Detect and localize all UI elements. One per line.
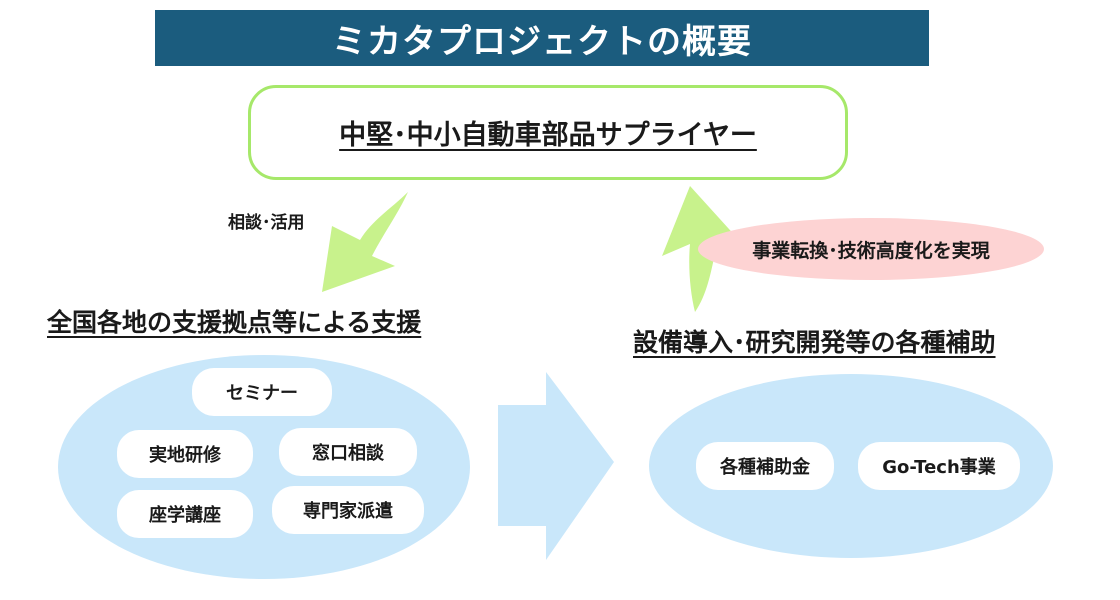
right-subsidy-ellipse [649, 374, 1053, 558]
pill-subsidies: 各種補助金 [696, 442, 834, 490]
page-title: ミカタプロジェクトの概要 [155, 10, 929, 66]
right-section-heading: 設備導入･研究開発等の各種補助 [633, 328, 996, 357]
supplier-box: 中堅･中小自動車部品サプライヤー [248, 85, 848, 180]
left-flow-label: 相談･活用 [228, 213, 305, 233]
left-section-heading: 全国各地の支援拠点等による支援 [47, 308, 422, 337]
pill-lecture: 座学講座 [117, 490, 253, 538]
pill-expert-dispatch: 専門家派遣 [272, 486, 424, 534]
supplier-label: 中堅･中小自動車部品サプライヤー [339, 120, 757, 151]
right-flow-badge: 事業転換･技術高度化を実現 [698, 218, 1044, 280]
right-flow-label: 事業転換･技術高度化を実現 [752, 239, 990, 262]
pill-field-training: 実地研修 [117, 430, 253, 478]
pill-go-tech: Go-Tech事業 [858, 442, 1020, 490]
big-right-arrow [498, 372, 614, 560]
left-curved-arrow [322, 192, 408, 292]
pill-seminar: セミナー [192, 368, 332, 416]
pill-consultation: 窓口相談 [279, 428, 417, 476]
